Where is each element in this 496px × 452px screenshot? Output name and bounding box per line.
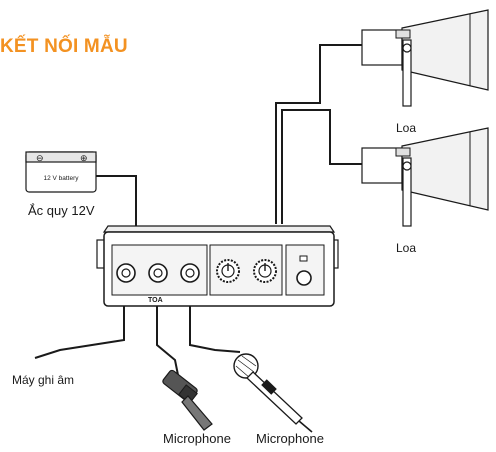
power-button [296,270,312,286]
speaker-bottom [361,127,489,227]
input-jack-1 [116,263,136,283]
svg-text:⊖: ⊖ [36,153,44,163]
speaker-top-label: Loa [396,121,417,135]
speaker-wires [275,44,365,224]
mic-left-label: Microphone [163,431,231,446]
input-jack-3 [180,263,200,283]
volume-knob-2 [253,259,277,283]
battery: ⊖ ⊕ 12 V battery [25,151,97,193]
battery-box-label: 12 V battery [43,175,79,182]
power-led [299,255,308,262]
recorder-wire [34,285,125,359]
mic-left-wire [156,285,179,376]
amplifier: TOA [96,225,339,307]
battery-label: Ắc quy 12V [28,203,95,218]
input-jack-2 [148,263,168,283]
recorder-label: Máy ghi âm [12,373,75,387]
speaker-bottom-label: Loa [396,241,417,255]
brand-logo: TOA [148,297,163,304]
microphone-left [162,369,213,431]
svg-text:⊕: ⊕ [80,153,88,163]
speaker-top [361,9,489,107]
battery-wire [95,175,137,240]
mic-right-label: Microphone [256,431,324,446]
mic-right-wire [189,285,241,353]
volume-knob-1 [216,259,240,283]
microphone-right [233,353,313,433]
page-title: KẾT NỐI MẪU [0,36,128,57]
